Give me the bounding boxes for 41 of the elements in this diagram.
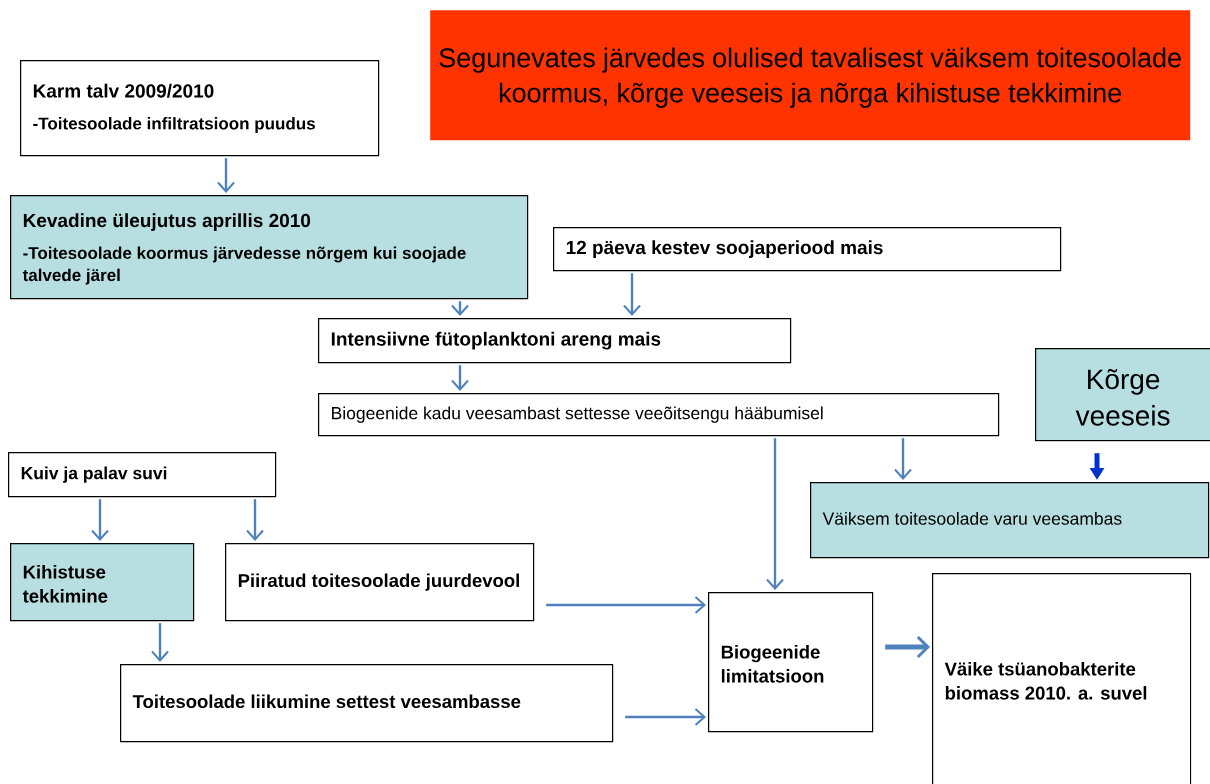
node-text: Biogeenide kadu veesambast settesse veeõitsengu hääbumisel bbox=[332, 406, 823, 423]
node-text: Segunevates järvedes olulised tavalisest väiksem toitesoolade koormus, kõrge veeseis ja nõrga kihistuse tekkimine bbox=[439, 47, 1181, 108]
node-text: Biogeenide limitatsioon bbox=[721, 645, 824, 683]
node-text: Kuiv ja palav suvi bbox=[21, 466, 167, 483]
process-box bbox=[10, 195, 529, 300]
process-box bbox=[8, 452, 277, 498]
banner-box bbox=[430, 10, 1191, 141]
arrow bbox=[546, 596, 706, 614]
node-text: -Toitesoolade koormus järvedesse nõrgem kui soojade talvede järel bbox=[22, 246, 466, 285]
process-box bbox=[708, 592, 874, 733]
arrow bbox=[91, 499, 109, 541]
arrow bbox=[894, 438, 912, 480]
process-box bbox=[10, 543, 195, 622]
process-box bbox=[553, 227, 1062, 272]
node-text: 12 päeva kestev soojaperiood mais bbox=[566, 240, 883, 258]
node-text: Väiksem toitesoolade varu veesambas bbox=[822, 511, 1122, 525]
arrow bbox=[451, 365, 469, 391]
node-text: Väike tsüanobakterite biomass 2010. a. suvel bbox=[944, 662, 1147, 700]
node-text: Karm talv 2009/2010 bbox=[33, 83, 214, 98]
node-text: Toitesoolade liikumine settest veesambasse bbox=[132, 694, 521, 709]
node-text: -Toitesoolade infiltratsioon puudus bbox=[33, 117, 315, 133]
arrow bbox=[217, 158, 235, 193]
arrow bbox=[151, 623, 169, 662]
arrow bbox=[885, 635, 930, 659]
process-box bbox=[1035, 348, 1210, 442]
arrow bbox=[623, 273, 641, 316]
node-text: Kevadine üleujutus aprillis 2010 bbox=[23, 213, 311, 231]
process-box bbox=[20, 60, 380, 157]
node-text: Intensiivne fütoplanktoni areng mais bbox=[331, 331, 661, 350]
node-text: Piiratud toitesoolade juurdevool bbox=[238, 573, 519, 591]
process-box bbox=[120, 664, 614, 743]
process-box bbox=[318, 393, 1000, 437]
node-text: Kihistuse tekkimine bbox=[22, 565, 108, 603]
process-box bbox=[810, 482, 1210, 559]
arrow bbox=[625, 708, 706, 726]
arrow bbox=[766, 438, 784, 590]
arrow bbox=[246, 499, 264, 541]
process-box bbox=[932, 573, 1192, 784]
process-box bbox=[225, 543, 535, 622]
node-text: Kõrge veeseis bbox=[1075, 368, 1170, 426]
process-box bbox=[318, 318, 792, 364]
